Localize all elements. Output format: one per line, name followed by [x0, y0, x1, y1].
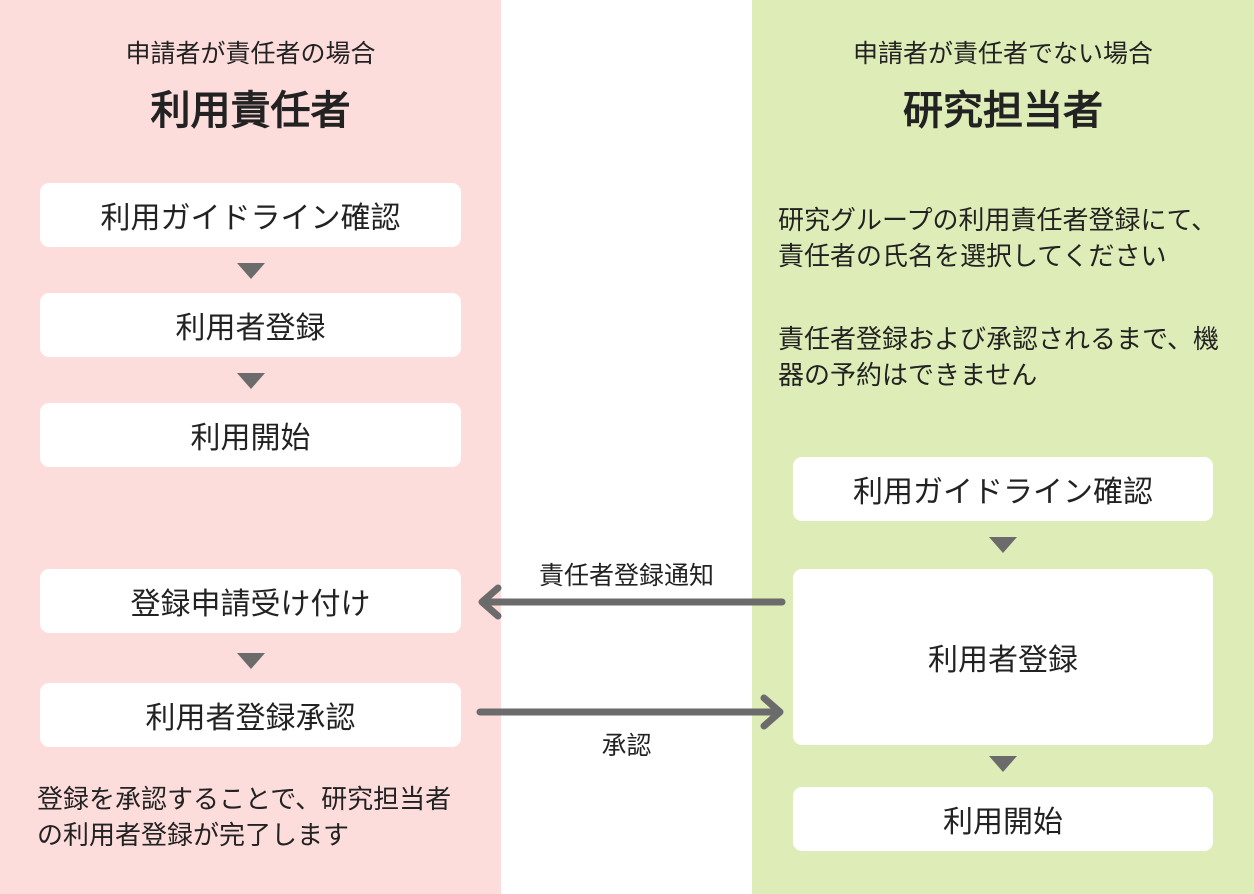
notify-arrow-label: 責任者登録通知: [538, 561, 714, 590]
down-arrow-icon: [989, 537, 1017, 553]
left-step-start-use: 利用開始: [40, 403, 461, 467]
right-panel-subtitle: 申請者が責任者でない場合: [852, 39, 1153, 68]
right-step-start-use: 利用開始: [793, 787, 1213, 851]
down-arrow-icon: [237, 653, 265, 669]
down-arrow-icon: [237, 263, 265, 279]
right-panel-note-select-responsible: 研究グループの利用責任者登録にて、責任者の氏名を選択してください: [778, 206, 1218, 272]
left-step-guideline-check: 利用ガイドライン確認: [40, 183, 461, 247]
approve-arrow: [476, 694, 784, 730]
right-panel-heading: 研究担当者: [903, 88, 1103, 134]
left-step-user-registration: 利用者登録: [40, 293, 461, 357]
left-panel-subtitle: 申請者が責任者の場合: [125, 39, 376, 68]
notify-arrow: [478, 584, 786, 620]
left-panel-note: 登録を承認することで、研究担当者の利用者登録が完了します: [37, 785, 452, 851]
approve-arrow-label: 承認: [601, 731, 652, 760]
left-panel-heading: 利用責任者: [150, 88, 351, 134]
down-arrow-icon: [989, 756, 1017, 772]
left-step-receive-request: 登録申請受け付け: [40, 569, 461, 633]
right-panel-note-reservation-restriction: 責任者登録および承認されるまで、機器の予約はできません: [778, 325, 1219, 391]
left-step-approve-registration: 利用者登録承認: [40, 683, 461, 747]
right-step-user-registration: 利用者登録: [793, 569, 1213, 745]
researcher-panel: 申請者が責任者でない場合 研究担当者 研究グループの利用責任者登録にて、責任者の…: [752, 0, 1254, 894]
down-arrow-icon: [237, 373, 265, 389]
responsible-person-panel: 申請者が責任者の場合 利用責任者 利用ガイドライン確認 利用者登録 利用開始 登…: [0, 0, 501, 894]
right-step-guideline-check: 利用ガイドライン確認: [793, 457, 1213, 521]
